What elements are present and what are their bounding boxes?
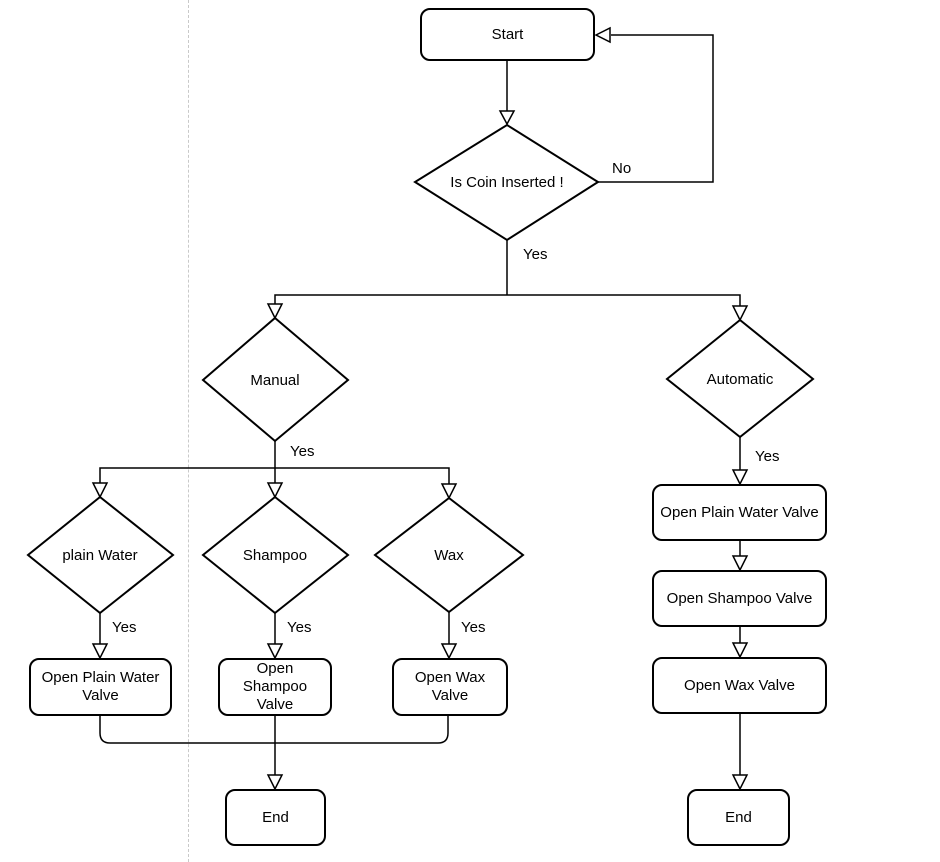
node-open-plain-water-valve-manual-label: Open Plain Water Valve: [41, 669, 160, 704]
arrowhead-into-shampoo-valve-manual: [266, 643, 284, 660]
node-end-manual[interactable]: End: [225, 789, 326, 846]
arrowhead-into-automatic: [731, 305, 749, 322]
arrowhead-into-wax-valve-manual: [440, 643, 458, 660]
node-start-label: Start: [491, 25, 524, 43]
arrowhead-into-manual: [266, 303, 284, 320]
arrowhead-into-coin-check: [498, 110, 516, 126]
edge-branch-three-checks: [99, 467, 450, 484]
node-open-wax-valve-manual[interactable]: Open Wax Valve: [392, 658, 508, 716]
edge-label-wax-yes: Yes: [461, 619, 486, 636]
arrowhead-into-end-manual: [266, 774, 284, 791]
node-open-shampoo-valve-manual[interactable]: Open Shampoo Valve: [218, 658, 332, 716]
arrowhead-into-wax-valve-auto: [731, 642, 749, 659]
node-open-wax-valve-auto[interactable]: Open Wax Valve: [652, 657, 827, 714]
plain-water-diamond[interactable]: [26, 495, 175, 615]
wax-diamond[interactable]: [373, 496, 525, 614]
manual-diamond[interactable]: [201, 316, 350, 443]
page-boundary-divider: [188, 0, 189, 862]
arrowhead-into-plain-water-valve-manual: [91, 643, 109, 660]
arrowhead-into-plain-water-valve-auto: [731, 469, 749, 486]
node-open-shampoo-valve-auto[interactable]: Open Shampoo Valve: [652, 570, 827, 627]
arrowhead-into-wax: [440, 483, 458, 500]
arrowhead-into-plain-water: [91, 482, 109, 499]
arrowhead-into-shampoo: [266, 482, 284, 499]
coin-check-diamond[interactable]: [413, 123, 600, 242]
edge-label-shampoo-yes: Yes: [287, 619, 312, 636]
node-open-plain-water-valve-manual[interactable]: Open Plain Water Valve: [29, 658, 172, 716]
node-end-manual-label: End: [262, 808, 289, 826]
node-start[interactable]: Start: [420, 8, 595, 61]
node-open-wax-valve-manual-label: Open Wax Valve: [414, 669, 486, 704]
edge-label-coin-yes: Yes: [523, 246, 548, 263]
node-open-shampoo-valve-manual-label: Open Shampoo Valve: [242, 660, 308, 713]
arrowhead-into-shampoo-valve-auto: [731, 555, 749, 572]
edge-lines: [99, 34, 741, 775]
arrowheads: [91, 26, 749, 791]
node-open-shampoo-valve-auto-label: Open Shampoo Valve: [666, 589, 813, 607]
node-open-plain-water-valve-auto-label: Open Plain Water Valve: [660, 503, 819, 521]
edge-label-manual-yes: Yes: [290, 443, 315, 460]
arrowhead-into-start: [594, 26, 611, 44]
node-end-auto[interactable]: End: [687, 789, 790, 846]
edge-label-no: No: [612, 160, 632, 177]
node-open-plain-water-valve-auto[interactable]: Open Plain Water Valve: [652, 484, 827, 541]
edge-merge-to-end: [99, 716, 449, 744]
edge-label-plain-water-yes: Yes: [112, 619, 137, 636]
node-open-wax-valve-auto-label: Open Wax Valve: [684, 676, 795, 694]
shampoo-diamond[interactable]: [201, 495, 350, 615]
edge-branch-manual-automatic: [274, 294, 741, 306]
node-end-auto-label: End: [725, 808, 752, 826]
edge-coin-check-no-loop: [598, 34, 714, 183]
arrowhead-into-end-auto: [731, 774, 749, 791]
edge-label-automatic-yes: Yes: [755, 448, 780, 465]
automatic-diamond[interactable]: [665, 318, 815, 439]
